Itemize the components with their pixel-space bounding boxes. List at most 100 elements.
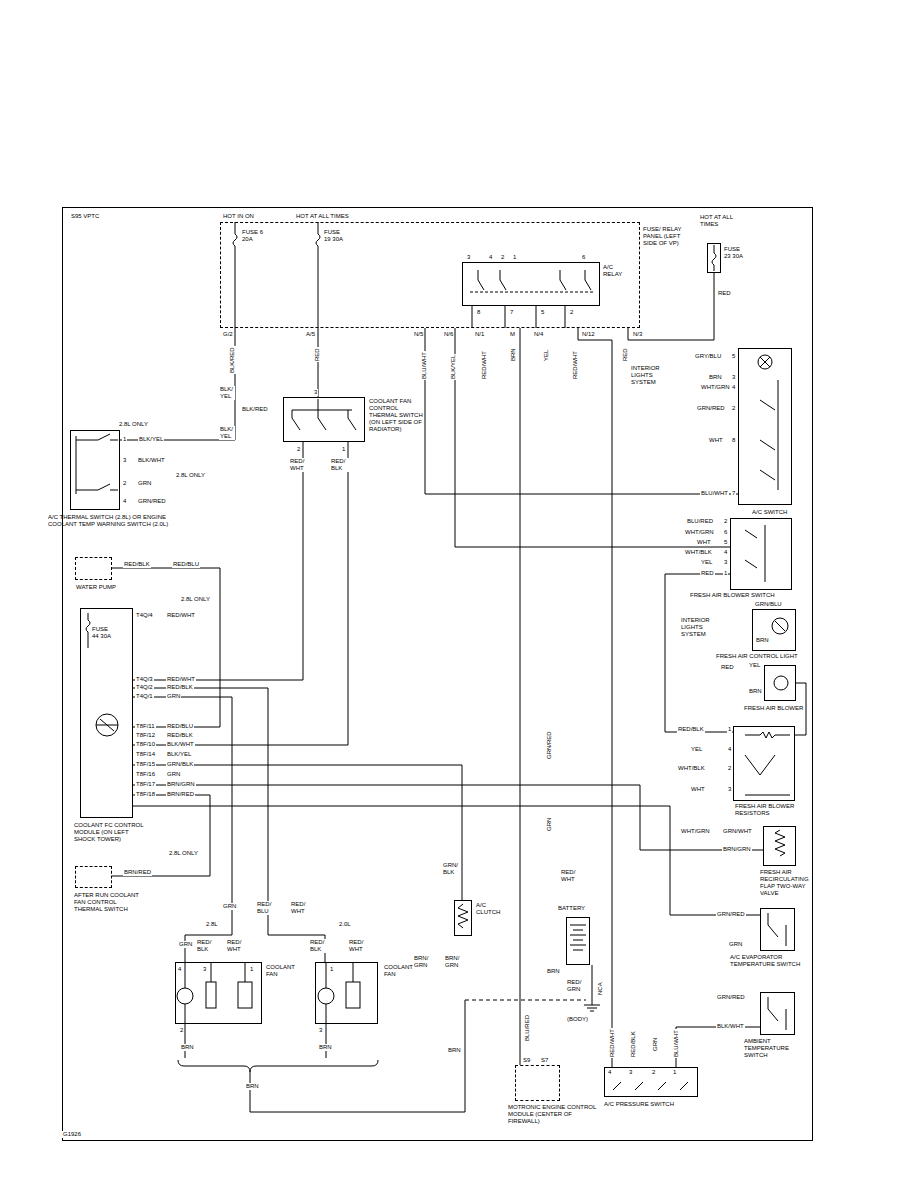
component-name: BATTERY xyxy=(558,905,592,912)
diagram-label: 7 xyxy=(731,490,736,497)
diagram-label: GRN xyxy=(728,941,743,948)
component-name: A/C EVAPORATOR TEMPERATURE SWITCH xyxy=(730,954,802,968)
fan-motor: COOLANT FAN xyxy=(315,962,378,1024)
relay-contacts xyxy=(472,270,591,328)
wire xyxy=(628,273,714,340)
diagram-label: BRN/RED xyxy=(166,791,195,798)
resistor-symbol xyxy=(346,982,360,1008)
diagram-label: RED/ BLU xyxy=(256,901,274,915)
diagram-label: YEL xyxy=(700,559,713,566)
diagram-label: WHT xyxy=(708,437,724,444)
wire-color-label: NCA xyxy=(597,981,604,996)
fuse-symbol xyxy=(712,245,716,271)
lamp-symbol xyxy=(775,621,785,631)
diagram-label: BRN/GRN xyxy=(722,846,752,853)
lamp-symbol xyxy=(772,618,788,634)
diagram-label: RED/ WHT xyxy=(348,939,366,953)
diagram-label: BLK/RED xyxy=(241,406,269,413)
diagram-label: BRN xyxy=(748,688,763,695)
wire-color-label: YEL xyxy=(543,349,550,362)
diagram-label: 1 xyxy=(672,1069,677,1076)
ground-wire xyxy=(465,1000,586,1001)
diagram-label: RED/BLK xyxy=(166,684,194,691)
diagram-label: WHT/BLK xyxy=(684,549,713,556)
diagram-label: WHT/GRN xyxy=(700,384,731,391)
diagram-label: RED/WHT xyxy=(166,612,196,619)
diagram-label: 3 xyxy=(727,786,732,793)
wire-color-label: RED xyxy=(314,347,321,362)
diagram-label: GRN/RED xyxy=(137,498,167,505)
diagram-label: N/5 xyxy=(413,331,424,338)
diagram-label: WHT xyxy=(696,539,712,546)
diagram-label: WHT/BLK xyxy=(677,765,706,772)
switch-symbol xyxy=(760,357,778,490)
diagram-label: S95 VPTC xyxy=(70,213,100,220)
diagram-label: INTERIOR LIGHTS SYSTEM xyxy=(680,617,724,638)
wire xyxy=(318,328,319,397)
diagram-label: 5 xyxy=(723,539,728,546)
wire xyxy=(112,795,210,876)
thermal-switch: COOLANT FAN CONTROL THERMAL SWITCH (ON L… xyxy=(283,397,365,442)
component-name: FRESH AIR RECIRCULATING FLAP TWO-WAY VAL… xyxy=(760,869,810,897)
motor-symbol xyxy=(774,676,788,690)
diagram-label: RED/BLK xyxy=(123,561,151,568)
wire-color-label: GRN xyxy=(652,1037,659,1052)
wire-color-label: GRN xyxy=(546,817,553,832)
wire-color-label: BLK/YEL xyxy=(450,354,457,380)
diagram-label: T8F/10 xyxy=(135,741,156,748)
diagram-label: BRN xyxy=(318,1044,333,1051)
component-name: HOT AT ALL TIMES xyxy=(700,214,742,228)
diagram-label: RED/BLU xyxy=(172,561,200,568)
diagram-label: 8 xyxy=(731,437,736,444)
resistor-symbol xyxy=(238,982,252,1008)
diagram-label: GRN xyxy=(222,903,237,910)
diagram-label: T8F/11 xyxy=(135,723,156,730)
clutch-coil: A/C CLUTCH xyxy=(454,900,472,936)
diagram-label: T4Q/3 xyxy=(135,676,154,683)
diagram-label: T4Q/1 xyxy=(135,693,154,700)
component-name: AFTER RUN COOLANT FAN CONTROL THERMAL SW… xyxy=(74,892,140,913)
diagram-label: S9 xyxy=(522,1057,531,1064)
diagram-label: WHT/GRN xyxy=(680,828,711,835)
diagram-label: 2.8L ONLY xyxy=(180,596,211,603)
wire-color-label: BLU/WHT xyxy=(421,351,428,380)
wire xyxy=(112,568,220,727)
diagram-label: GRY/BLU xyxy=(694,353,722,360)
diagram-label: BRN/RED xyxy=(123,869,152,876)
diagram-label: (BODY) xyxy=(566,1016,589,1023)
diagram-label: GRN/BLK xyxy=(166,761,194,768)
diagram-label: 2.8L xyxy=(205,921,219,928)
diagram-label: S7 xyxy=(540,1057,549,1064)
motor-symbol xyxy=(318,988,334,1004)
diagram-label: RED/ BLK xyxy=(309,939,327,953)
wire-color-label: BLU/RED xyxy=(524,1014,531,1042)
diagram-label: N/4 xyxy=(533,331,544,338)
thermal-switch: A/C THERMAL SWITCH (2.8L) OR ENGINE COOL… xyxy=(70,430,120,510)
diagram-label: BLU/RED xyxy=(686,518,714,525)
diagram-label: GRN/RED xyxy=(716,994,746,1001)
switch-symbol xyxy=(768,913,786,1030)
diagram-label: G1926 xyxy=(62,1131,82,1138)
temp-switch: A/C EVAPORATOR TEMPERATURE SWITCH xyxy=(760,908,795,951)
switch-symbol xyxy=(745,525,765,582)
diagram-label: RED xyxy=(717,290,732,297)
component-name: FRESH AIR BLOWER SWITCH xyxy=(690,592,794,599)
component-name: A/C CLUTCH xyxy=(476,902,504,916)
diagram-label: GRN xyxy=(137,480,152,487)
wire-color-label: RED/WHT xyxy=(572,350,579,380)
diagram-label: RED/BLK xyxy=(166,732,194,739)
diagram-label: 1 xyxy=(249,966,254,973)
diagram-label: 4 xyxy=(723,549,728,556)
diagram-label: T8F/17 xyxy=(135,781,156,788)
fan-wiring xyxy=(185,963,353,1023)
diagram-label: BRN/GRN xyxy=(166,781,196,788)
diagram-label: RED/ GRN xyxy=(566,979,586,993)
diagram-label: 4 xyxy=(731,384,736,391)
diagram-label: 2 xyxy=(651,1069,656,1076)
diagram-label: HOT AT ALL TIMES xyxy=(295,213,350,220)
wire xyxy=(133,697,232,962)
diagram-label: 2 xyxy=(727,765,732,772)
diagram-label: RED xyxy=(720,664,735,671)
component-name: COOLANT FAN xyxy=(266,964,296,978)
